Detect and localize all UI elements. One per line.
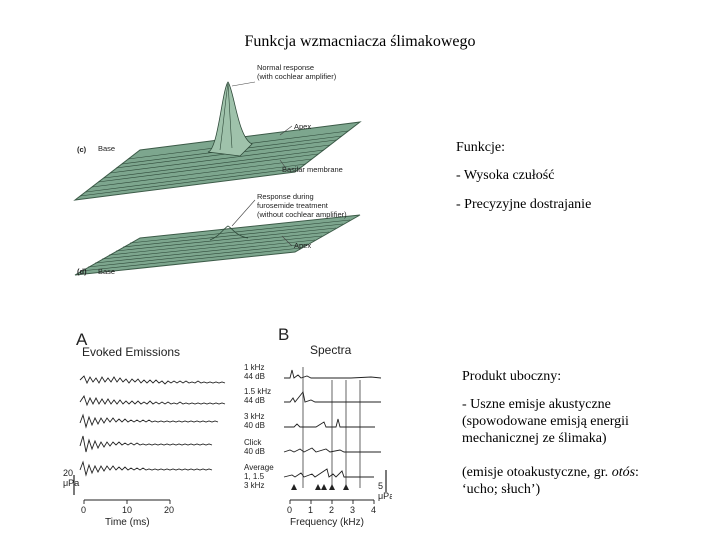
frequency-axis-label: Frequency (kHz) [290, 517, 364, 528]
left-scale-value: 20 [63, 468, 73, 478]
normal-response-label-2: (with cochlear amplifier) [257, 72, 337, 81]
right-scale-value: 5 [378, 481, 383, 491]
function-item-sensitivity: - Wysoka czułość [456, 167, 554, 184]
cond-5-unit: 3 kHz [244, 481, 264, 490]
time-tick-0: 0 [81, 505, 86, 515]
functions-heading: Funkcje: [456, 139, 505, 156]
otoacoustic-emissions-figure: A B Evoked Emissions Spectra 20 μPa 0 10… [60, 320, 392, 532]
cond-1-level: 44 dB [244, 372, 265, 381]
furosemide-label-1: Response during [257, 192, 314, 201]
spectra-title: Spectra [310, 343, 352, 357]
cond-3-level: 40 dB [244, 421, 265, 430]
cond-1-freq: 1 kHz [244, 363, 264, 372]
time-axis-label: Time (ms) [105, 517, 150, 528]
byproduct-note-prefix: (emisje otoakustyczne, gr. [462, 465, 608, 480]
furosemide-label-2: furosemide treatment [257, 201, 329, 210]
time-tick-20: 20 [164, 505, 174, 515]
cond-5-type: Average [244, 463, 274, 472]
freq-tick-1: 1 [308, 505, 313, 515]
base-label-c: Base [98, 144, 115, 153]
cond-3-freq: 3 kHz [244, 412, 264, 421]
panel-c-label: (c) [77, 145, 87, 154]
byproduct-note-term: otós [612, 465, 635, 480]
apex-label-c: Apex [294, 122, 311, 131]
byproduct-heading: Produkt uboczny: [462, 368, 561, 385]
basilar-membrane-figure: Normal response (with cochlear amplifier… [60, 60, 370, 290]
function-item-tuning: - Precyzyjne dostrajanie [456, 196, 591, 213]
cond-2-level: 44 dB [244, 396, 265, 405]
furosemide-label-3: (without cochlear amplifier) [257, 210, 347, 219]
time-tick-10: 10 [122, 505, 132, 515]
freq-tick-4: 4 [371, 505, 376, 515]
panel-d-label: (d) [77, 267, 87, 276]
left-scale-unit: μPa [63, 478, 79, 488]
freq-tick-0: 0 [287, 505, 292, 515]
slide-title: Funkcja wzmacniacza ślimakowego [0, 33, 720, 51]
byproduct-description: - Uszne emisje akustyczne (spowodowane e… [462, 396, 672, 447]
freq-tick-2: 2 [329, 505, 334, 515]
cond-5-freqs: 1, 1.5 [244, 472, 265, 481]
panel-b-label: B [278, 325, 289, 344]
base-label-d: Base [98, 267, 115, 276]
cond-4-level: 40 dB [244, 447, 265, 456]
normal-response-label-1: Normal response [257, 63, 314, 72]
evoked-emissions-title: Evoked Emissions [82, 345, 180, 359]
cond-2-freq: 1.5 kHz [244, 387, 271, 396]
right-scale-unit: μPa [378, 491, 392, 501]
byproduct-note: (emisje otoakustyczne, gr. otós: ‘ucho; … [462, 464, 662, 498]
cond-4-type: Click [244, 438, 262, 447]
freq-tick-3: 3 [350, 505, 355, 515]
basilar-membrane-label: Basilar membrane [282, 165, 343, 174]
apex-label-d: Apex [294, 241, 311, 250]
